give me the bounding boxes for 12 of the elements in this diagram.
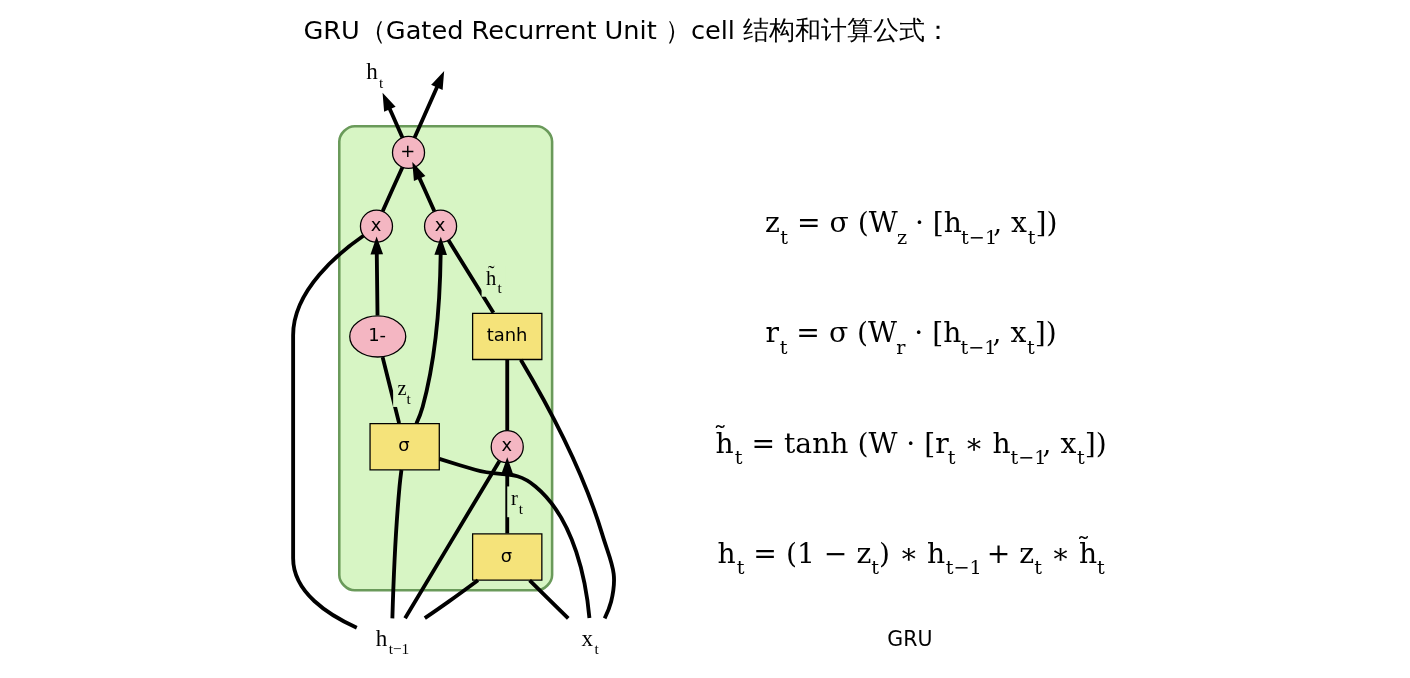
label: r$_{t}$ = σ (W$_{r}$ · [h$_{t−1}$, x$_{t}$]) [765, 316, 1057, 359]
node-text: x$_{t}$ [581, 624, 599, 658]
node-text: h$_{t−1}$ [375, 624, 410, 658]
caption: GRU [887, 627, 933, 652]
label: h$_{t}$ = (1 − z$_{t}$) ∗ h$_{t−1}$ + z$_{t}$ ∗ h̃$_{t}$ [717, 536, 1105, 580]
label: z$_{t}$ = σ (W$_{z}$ · [h$_{t−1}$, x$_{t}$]) [764, 206, 1058, 249]
edge-label: z$_{t}$ [397, 377, 411, 407]
diagram-title: GRU（Gated Recurrent Unit ）cell 结构和计算公式： [303, 14, 952, 45]
edge-label: r$_{t}$ [511, 487, 524, 517]
edge-label: h̃$_{t}$ [486, 266, 502, 297]
label: h̃$_{t}$ = tanh (W · [r$_{t}$ ∗ h$_{t−1}$, x$_{t}$]) [715, 426, 1107, 470]
node-text: h$_{t}$ [366, 58, 384, 91]
